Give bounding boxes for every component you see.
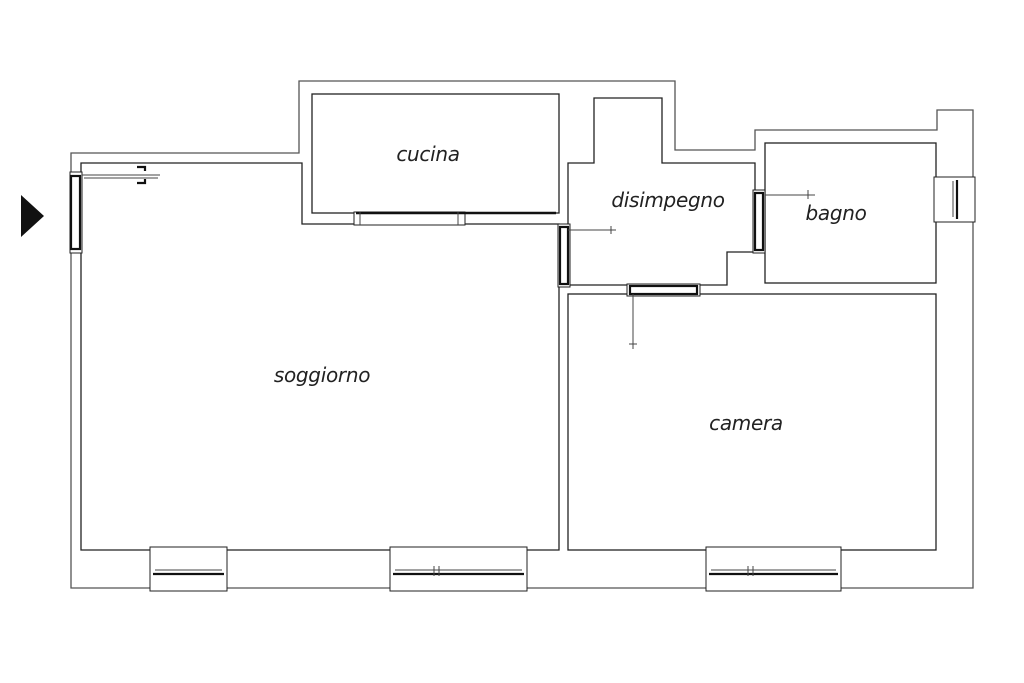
soggiorno-window-1 bbox=[149, 546, 228, 592]
camera-door bbox=[626, 283, 701, 349]
entrance-arrow-icon bbox=[21, 195, 44, 237]
room-label-cucina: cucina bbox=[396, 142, 460, 166]
entrance-door bbox=[69, 165, 160, 254]
room-soggiorno bbox=[80, 162, 560, 551]
outer-wall bbox=[70, 80, 974, 589]
room-label-disimpegno: disimpegno bbox=[611, 188, 725, 212]
bagno-window bbox=[933, 176, 976, 223]
cucina-sliding-door bbox=[353, 211, 556, 226]
room-label-camera: camera bbox=[709, 411, 783, 435]
room-label-soggiorno: soggiorno bbox=[273, 363, 371, 387]
bagno-door bbox=[752, 189, 815, 254]
camera-window bbox=[705, 546, 842, 592]
disimpegno-door bbox=[557, 223, 616, 288]
room-label-bagno: bagno bbox=[805, 201, 867, 225]
soggiorno-window-2 bbox=[389, 546, 528, 592]
